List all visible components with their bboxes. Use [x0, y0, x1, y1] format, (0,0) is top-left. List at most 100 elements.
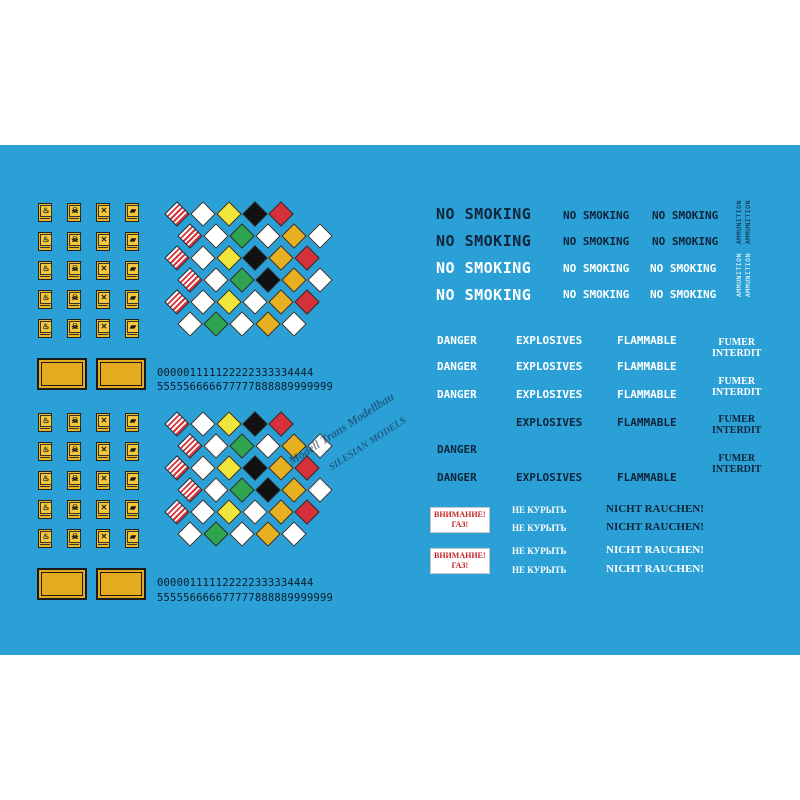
hazard-label: ✕	[96, 500, 110, 519]
explosives-label: EXPLOSIVES	[516, 471, 583, 484]
hazard-diamond-placard	[255, 477, 281, 503]
flame-icon: ♨	[40, 444, 52, 456]
hazard-diamond-placard	[190, 455, 216, 481]
hazard-label: ▰	[125, 232, 139, 251]
cross-icon: ✕	[98, 502, 110, 514]
orange-plate	[37, 568, 87, 600]
flammable-label: FLAMMABLE	[617, 360, 677, 373]
hazard-label: ♨	[38, 442, 52, 461]
skull-icon: ☠	[69, 234, 81, 246]
hazard-label: ☠	[67, 442, 81, 461]
hazard-diamond-placard	[190, 201, 216, 227]
hazard-diamond-placard	[281, 267, 307, 293]
hazard-diamond-placard	[164, 201, 190, 227]
nicht-rauchen-label: NICHT RAUCHEN!	[606, 521, 704, 533]
hazard-diamond-placard	[294, 245, 320, 271]
hazard-diamond-placard	[216, 411, 242, 437]
cross-icon: ✕	[98, 415, 110, 427]
flame-icon: ♨	[40, 473, 52, 485]
digit-row: 555556666677777888889999999	[157, 592, 334, 604]
vnimanie-gaz-label: ВНИМАНИЕ!ГАЗ!	[430, 507, 490, 533]
hazard-label: ♨	[38, 471, 52, 490]
hazard-label: ♨	[38, 203, 52, 222]
hazard-label: ✕	[96, 290, 110, 309]
hazard-diamond-placard	[229, 433, 255, 459]
hazard-diamond-placard	[177, 521, 203, 547]
hazard-diamond-placard	[203, 311, 229, 337]
hazard-label: ☠	[67, 500, 81, 519]
no-smoking-label: NO SMOKING	[436, 259, 532, 277]
danger-label: DANGER	[437, 471, 477, 484]
skull-icon: ☠	[69, 473, 81, 485]
explosives-label: EXPLOSIVES	[516, 360, 583, 373]
hazard-diamond-placard	[307, 223, 333, 249]
hazard-diamond-placard	[203, 477, 229, 503]
orange-plate	[96, 568, 146, 600]
danger-label: DANGER	[437, 388, 477, 401]
hazard-label: ▰	[125, 500, 139, 519]
hazard-diamond-placard	[164, 245, 190, 271]
hazard-diamond-placard	[242, 499, 268, 525]
hazard-diamond-placard	[190, 411, 216, 437]
no-smoking-label: NO SMOKING	[436, 286, 532, 304]
cross-icon: ✕	[98, 205, 110, 217]
ne-kurit-label: НЕ КУРЫТЬ	[512, 523, 567, 533]
hazard-diamond-placard	[229, 267, 255, 293]
hazard-diamond-placard	[229, 311, 255, 337]
hazard-diamond-placard	[294, 289, 320, 315]
hazard-diamond-placard	[242, 455, 268, 481]
hazard-label: ✕	[96, 261, 110, 280]
hazard-diamond-placard	[216, 499, 242, 525]
no-smoking-label: NO SMOKING	[436, 232, 532, 250]
hazard-diamond-placard	[177, 433, 203, 459]
hazard-diamond-placard	[164, 499, 190, 525]
cross-icon: ✕	[98, 263, 110, 275]
hazard-diamond-placard	[177, 311, 203, 337]
flame-icon: ♨	[40, 205, 52, 217]
hazard-label: ☠	[67, 319, 81, 338]
hazard-label: ▰	[125, 261, 139, 280]
hazard-label: ✕	[96, 203, 110, 222]
hazard-diamond-placard	[307, 477, 333, 503]
danger-label: DANGER	[437, 360, 477, 373]
flammable-label: FLAMMABLE	[617, 334, 677, 347]
flame-icon: ♨	[40, 321, 52, 333]
hazard-diamond-placard	[268, 411, 294, 437]
corrosive-icon: ▰	[127, 415, 139, 427]
hazard-diamond-placard	[203, 521, 229, 547]
hazard-diamond-placard	[242, 411, 268, 437]
ne-kurit-label: НЕ КУРЫТЬ	[512, 565, 567, 575]
hazard-diamond-placard	[268, 499, 294, 525]
hazard-label: ▰	[125, 413, 139, 432]
corrosive-icon: ▰	[127, 234, 139, 246]
cross-icon: ✕	[98, 292, 110, 304]
corrosive-icon: ▰	[127, 321, 139, 333]
explosives-label: EXPLOSIVES	[516, 334, 583, 347]
hazard-diamond-placard	[242, 245, 268, 271]
hazard-label: ☠	[67, 290, 81, 309]
cross-icon: ✕	[98, 473, 110, 485]
skull-icon: ☠	[69, 321, 81, 333]
explosives-label: EXPLOSIVES	[516, 388, 583, 401]
hazard-diamond-placard	[307, 267, 333, 293]
no-smoking-label: NO SMOKING	[652, 235, 719, 248]
cross-icon: ✕	[98, 531, 110, 543]
corrosive-icon: ▰	[127, 263, 139, 275]
corrosive-icon: ▰	[127, 531, 139, 543]
flame-icon: ♨	[40, 263, 52, 275]
hazard-diamond-placard	[255, 433, 281, 459]
explosives-label: EXPLOSIVES	[516, 416, 583, 429]
hazard-label: ✕	[96, 232, 110, 251]
vnimanie-gaz-label: ВНИМАНИЕ!ГАЗ!	[430, 548, 490, 574]
hazard-diamond-placard	[177, 223, 203, 249]
flame-icon: ♨	[40, 502, 52, 514]
hazard-diamond-placard	[268, 245, 294, 271]
hazard-diamond-placard	[268, 201, 294, 227]
nicht-rauchen-label: NICHT RAUCHEN!	[606, 544, 704, 556]
danger-label: DANGER	[437, 334, 477, 347]
cross-icon: ✕	[98, 321, 110, 333]
skull-icon: ☠	[69, 263, 81, 275]
hazard-diamond-placard	[164, 289, 190, 315]
flame-icon: ♨	[40, 292, 52, 304]
orange-plate	[96, 358, 146, 390]
